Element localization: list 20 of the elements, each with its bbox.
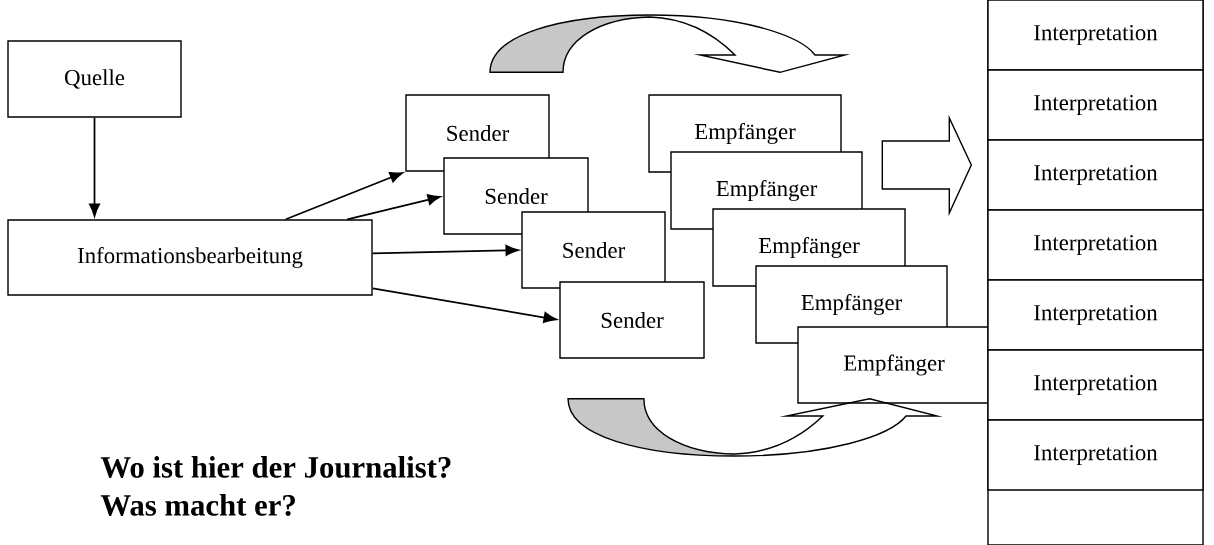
question-text: Wo ist hier der Journalist? — [100, 456, 451, 478]
process-box: Sender — [521, 211, 666, 289]
process-box: Informationsbearbeitung — [7, 219, 373, 296]
arrow — [346, 194, 441, 221]
table-cell: Interpretation — [987, 209, 1204, 281]
arrow — [371, 287, 557, 323]
table-cell: Interpretation — [987, 279, 1204, 351]
process-box: Sender — [559, 281, 705, 359]
table-cell: Interpretation — [987, 139, 1204, 211]
table-cell: Interpretation — [987, 349, 1204, 421]
question-text: Was macht er? — [100, 494, 295, 516]
process-box: Empfänger — [797, 326, 991, 404]
block-arrow — [881, 114, 973, 217]
table-cell: Interpretation — [987, 69, 1204, 141]
arrow — [89, 116, 100, 217]
arrow — [371, 244, 519, 256]
process-box: Quelle — [7, 40, 182, 118]
table-cell: Interpretation — [987, 419, 1204, 491]
table-cell: Interpretation — [987, 0, 1204, 71]
arrow — [284, 172, 403, 221]
